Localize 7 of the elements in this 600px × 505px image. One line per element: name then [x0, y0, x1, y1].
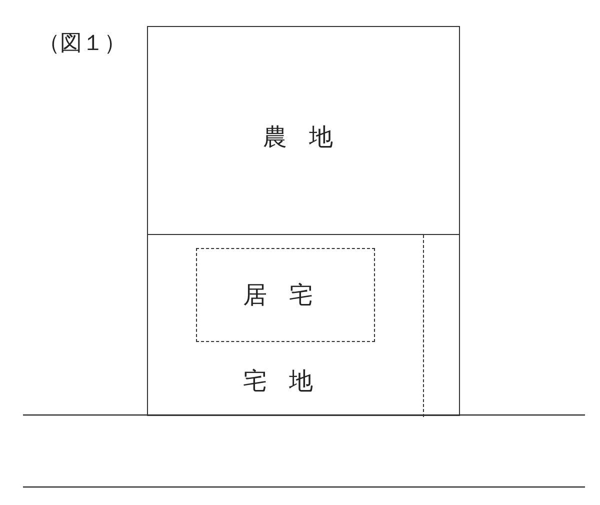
figure-title: （図１） [38, 30, 126, 58]
house-outline [196, 248, 375, 342]
residential-plot [147, 234, 460, 416]
area-label: 居宅 [243, 281, 335, 309]
farmland-plot [147, 26, 460, 235]
area-label: 宅地 [243, 367, 335, 395]
area-label: 農地 [263, 123, 355, 151]
